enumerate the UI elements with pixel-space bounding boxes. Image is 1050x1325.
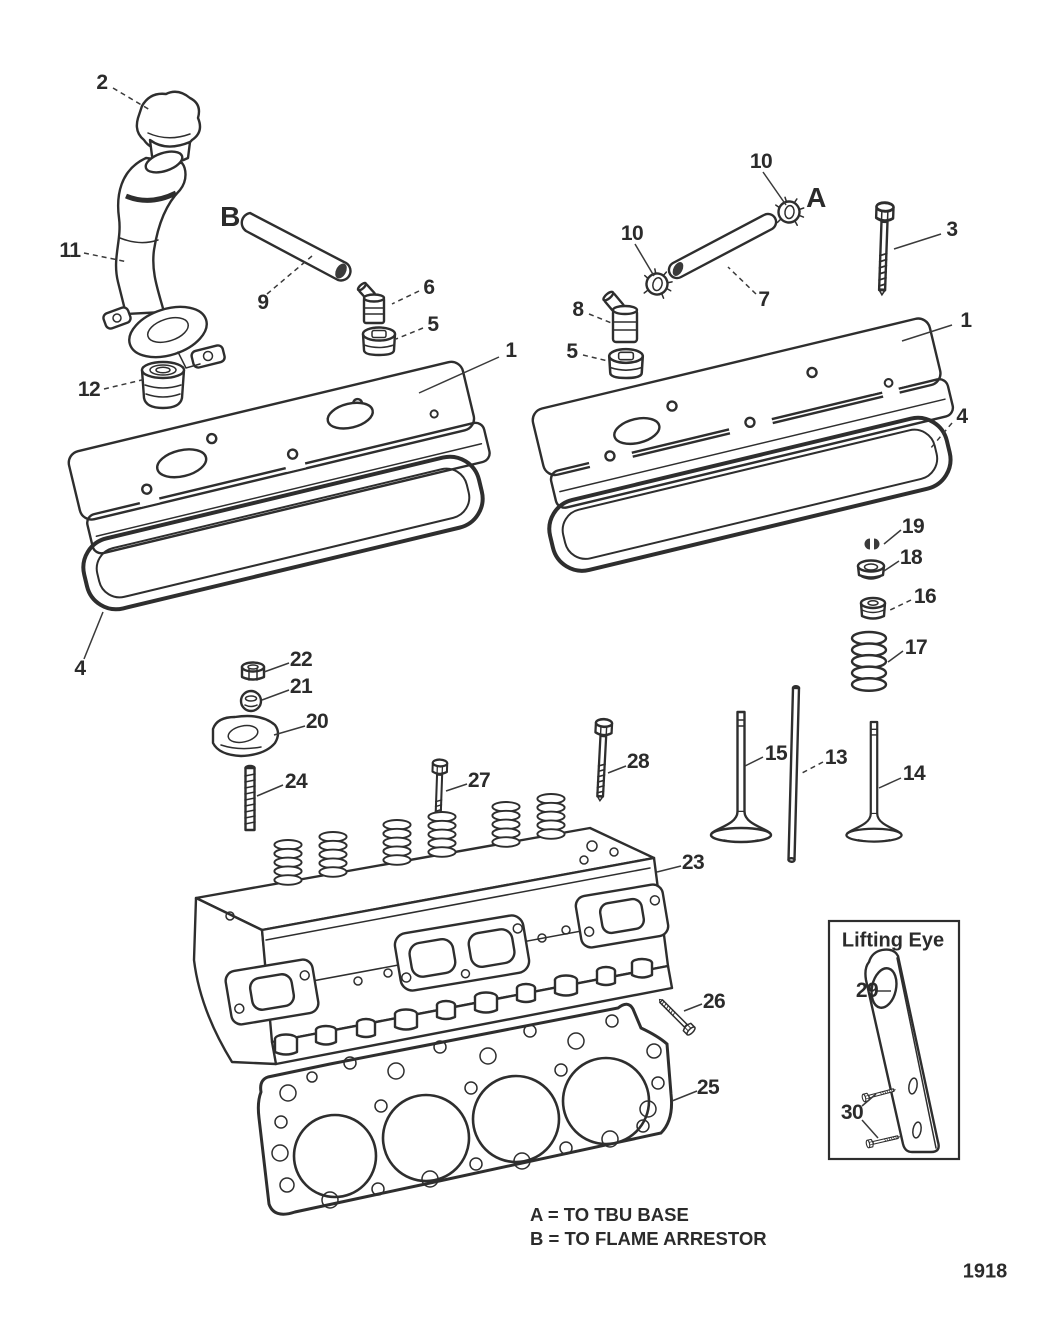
part-gasket-right [547,415,953,573]
callout-oil-fill-tube: 11 [59,239,81,262]
part-head-bolt-long [590,717,614,803]
part-rocker-nut [240,661,266,681]
callout-rocker-stud: 24 [284,770,308,793]
callout-clamp-upper: 10 [749,150,773,173]
part-elbow-fitting-left [356,281,386,325]
callout-screw-small: 26 [702,990,726,1013]
part-cylinder-head [192,793,674,1066]
part-hose-tbu [667,212,778,280]
part-grommet-left [361,326,397,357]
callout-elbow-left: 6 [423,276,435,299]
part-oil-fill-tube [102,150,226,369]
callout-cylinder-head: 23 [681,851,705,874]
callout-head-bolt-long: 28 [626,750,650,773]
callout-exhaust-valve: 14 [902,762,926,785]
part-valve-cover-right [531,317,955,509]
part-lifting-eye-bracket [864,948,940,1154]
callout-rocker-nut: 22 [289,648,313,671]
callout-elbow-right: 8 [572,298,584,321]
part-grommet-right [607,347,645,380]
callout-valve-cover-right: 1 [960,309,972,332]
callout-gasket-right: 4 [956,405,968,428]
callout-grommet-left: 5 [427,313,439,336]
part-valve-spring [850,630,888,693]
part-grommet-oil-tube [140,360,186,410]
callout-ref-letter-a: A [806,182,826,213]
callout-ref-letter-b: B [220,201,240,232]
part-oil-fill-cap [135,90,202,164]
callout-grommet-right: 5 [566,340,578,363]
legend-line-b: B = TO FLAME ARRESTOR [530,1228,767,1249]
callout-valve-keepers: 19 [901,515,925,538]
part-head-gasket [256,1002,673,1216]
part-spring-retainer [856,559,886,580]
part-rocker-ball [239,689,263,713]
part-rocker-stud [244,764,256,832]
part-hose-flame-arrestor [240,211,352,282]
part-screw-small [654,994,698,1038]
callout-push-rod: 13 [824,746,848,769]
page-number: 1918 [962,1260,1008,1283]
callout-valve-cover-left: 1 [505,339,517,362]
callout-oil-fill-cap: 2 [96,71,108,94]
part-valve-keepers [864,538,880,550]
part-valve-cover-left [67,360,491,555]
part-elbow-fitting-right [602,290,639,344]
callout-lifting-eye-bracket: 29 [855,979,879,1002]
part-hose-clamp-upper [772,194,808,228]
callout-clamp-lower: 10 [620,222,644,245]
callout-lifting-eye-bolts: 30 [840,1101,864,1124]
part-push-rod [787,684,801,863]
callout-head-gasket: 25 [696,1076,720,1099]
legend-line-a: A = TO TBU BASE [530,1204,689,1225]
leader-lines [83,87,953,1139]
callout-spring-retainer: 18 [899,546,923,569]
legend: A = TO TBU BASE B = TO FLAME ARRESTOR [530,1203,767,1251]
callout-valve-spring: 17 [904,636,928,659]
callout-hose-tbu: 7 [758,288,770,311]
part-bolt-long [871,200,896,297]
callout-gasket-left: 4 [74,657,86,680]
callout-hose-flame-arrestor: 9 [257,291,269,314]
callout-intake-valve: 15 [764,742,788,765]
part-rocker-arm [211,714,280,758]
part-intake-valve [709,710,773,844]
lifting-eye-title: Lifting Eye [841,929,945,952]
inset-lifting-eye [827,919,961,1161]
callout-rocker-ball: 21 [289,675,313,698]
callout-valve-seal: 16 [913,585,937,608]
part-gasket-left [81,454,485,612]
callout-grommet-oil-tube: 12 [77,378,101,401]
part-valve-seal [859,596,887,620]
callout-bolt-long: 3 [946,218,958,241]
callout-head-bolt-short: 27 [467,769,491,792]
callout-rocker-arm: 20 [305,710,329,733]
